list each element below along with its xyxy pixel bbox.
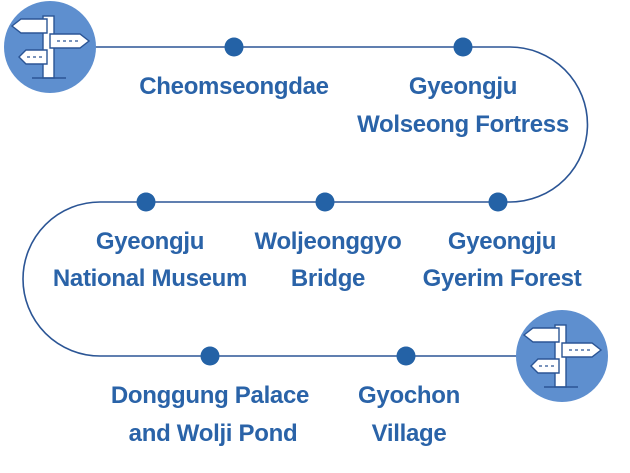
stop-dot-cheomseongdae [224,37,244,57]
stop-label-gyochon-line1: Gyochon [358,382,460,409]
start-signpost-icon [4,1,96,93]
stop-label-wolseong-line1: Gyeongju [409,73,517,100]
stop-label-museum-line1: Gyeongju [96,228,204,255]
stop-label-cheomseongdae: Cheomseongdae [139,73,328,100]
stop-dot-museum [136,192,156,212]
stop-label-museum-line2: National Museum [53,265,247,292]
stop-dot-gyochon [396,346,416,366]
stop-label-gyochon-line2: Village [372,420,447,447]
stop-dot-wolseong [453,37,473,57]
stop-label-wolseong-line2: Wolseong Fortress [357,111,569,138]
stop-dot-gyerim [488,192,508,212]
stop-label-donggung-line2: and Wolji Pond [129,420,298,447]
stop-dot-donggung [200,346,220,366]
stop-label-gyerim-line2: Gyerim Forest [423,265,582,292]
end-signpost-icon [516,310,608,402]
stop-dot-woljeonggyo [315,192,335,212]
stop-label-woljeonggyo-line2: Bridge [291,265,365,292]
route-line [22,46,589,357]
stop-label-donggung-line1: Donggung Palace [111,382,309,409]
stop-label-gyerim-line1: Gyeongju [448,228,556,255]
stop-label-woljeonggyo-line1: Woljeonggyo [255,228,402,255]
